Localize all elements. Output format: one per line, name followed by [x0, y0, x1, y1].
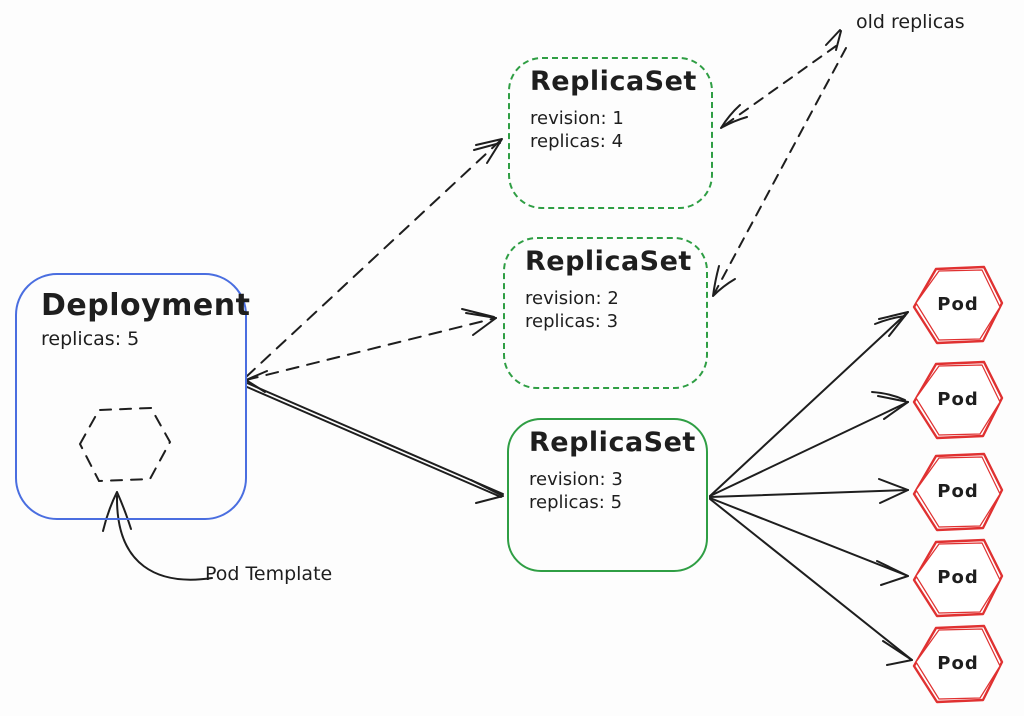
- pod-template-hexagon: [78, 406, 172, 483]
- arrow-deployment-to-rs3-head: [470, 479, 504, 504]
- replicaset-rev3-replicas-label: replicas: 5: [529, 492, 623, 514]
- pod-label-4: Pod: [937, 567, 979, 589]
- replicaset-rev3-title: ReplicaSet: [529, 427, 696, 458]
- pod-hexagon-4: [912, 538, 1004, 618]
- pod-hexagon-5: [912, 624, 1004, 704]
- arrow-deployment-to-rs1-head: [473, 138, 503, 164]
- arrow-rs3-to-pod5-head: [882, 640, 913, 666]
- pod-label-1: Pod: [937, 294, 979, 316]
- deployment-replicas-label: replicas: 5: [41, 328, 140, 350]
- arrow-deployment-to-rs2-head: [461, 308, 497, 336]
- arrow-rs3-to-pod4-head: [876, 560, 909, 586]
- replicaset-box-rev1: ReplicaSet revision: 1 replicas: 4: [508, 57, 713, 209]
- arrow-podtemplate-head: [102, 491, 132, 532]
- replicaset-rev1-title: ReplicaSet: [530, 66, 697, 97]
- arrow-rs3-to-pod1-head: [874, 311, 909, 337]
- replicaset-rev1-revision-label: revision: 1: [530, 107, 624, 129]
- arrow-oldreplicas-to-rs2-head: [712, 265, 736, 297]
- arrow-deployment-to-rs1: [245, 138, 503, 378]
- arrow-rs3-to-pod3-head: [878, 478, 909, 504]
- replicaset-rev2-revision-label: revision: 2: [525, 287, 619, 309]
- arrow-rs3-to-pod2: [709, 401, 909, 497]
- arrow-rs3-to-pod5: [709, 498, 913, 661]
- arrow-rs3-to-pod1: [709, 311, 909, 497]
- replicaset-rev2-title: ReplicaSet: [525, 246, 692, 277]
- replicaset-box-rev3: ReplicaSet revision: 3 replicas: 5: [507, 418, 708, 572]
- replicaset-box-rev2: ReplicaSet revision: 2 replicas: 3: [503, 237, 708, 389]
- arrow-rs3-to-pod3: [709, 489, 909, 498]
- arrow-oldreplicas-to-rs1-head: [720, 104, 748, 129]
- arrow-rs3-to-pod4: [709, 497, 909, 577]
- arrow-deployment-origin-mark: [245, 370, 268, 393]
- pod-template-annotation: Pod Template: [205, 563, 333, 585]
- pod-hexagon-3: [912, 452, 1004, 532]
- arrow-deployment-to-rs3: [246, 382, 504, 498]
- pod-label-5: Pod: [937, 653, 979, 675]
- deployment-box: Deployment replicas: 5: [15, 273, 251, 520]
- old-replicas-annotation: old replicas: [856, 11, 965, 33]
- pod-label-3: Pod: [937, 481, 979, 503]
- arrow-oldreplicas-to-rs1: [721, 45, 837, 128]
- arrow-deployment-to-rs2: [245, 317, 497, 381]
- arrow-oldreplicas-to-rs2: [713, 47, 847, 295]
- pod-hexagon-2: [912, 360, 1004, 440]
- replicaset-rev2-replicas-label: replicas: 3: [525, 311, 619, 333]
- deployment-title: Deployment: [41, 288, 251, 323]
- replicaset-rev3-revision-label: revision: 3: [529, 468, 623, 490]
- arrow-oldreplicas-text-head: [825, 29, 842, 51]
- pod-hexagon-1: [912, 265, 1004, 345]
- arrow-rs3-to-pod2-head: [871, 391, 909, 420]
- pod-label-2: Pod: [937, 389, 979, 411]
- replicaset-rev1-replicas-label: replicas: 4: [530, 131, 624, 153]
- pod-hexagons: [912, 265, 1004, 704]
